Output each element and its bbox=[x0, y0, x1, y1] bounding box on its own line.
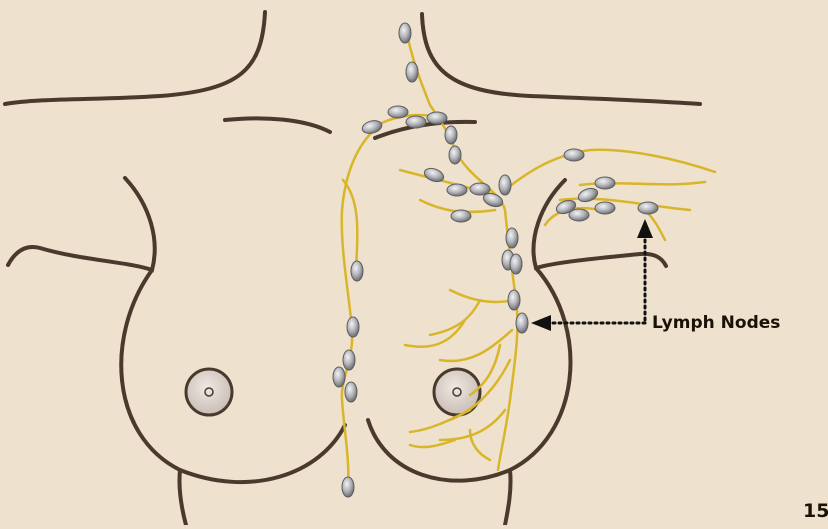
lymph-node bbox=[564, 149, 584, 161]
lymph-node bbox=[638, 202, 658, 214]
armpit-left-outline bbox=[8, 178, 155, 270]
arrowhead-up bbox=[637, 219, 653, 238]
lymph-node bbox=[445, 126, 457, 144]
lymph-node bbox=[388, 106, 408, 118]
arrowhead-left bbox=[531, 315, 551, 331]
lymph-node bbox=[569, 209, 589, 221]
lymph-node bbox=[499, 175, 511, 195]
neck-left-outline bbox=[5, 12, 265, 104]
lymph-node bbox=[361, 119, 383, 136]
nipple-left bbox=[186, 369, 232, 415]
lymph-node bbox=[516, 313, 528, 333]
lymph-node bbox=[470, 183, 490, 195]
lymph-node bbox=[447, 184, 467, 196]
lymph-node bbox=[406, 116, 426, 128]
lymph-node bbox=[347, 317, 359, 337]
vessel-breast-1 bbox=[405, 290, 515, 347]
waist-left-outline bbox=[179, 470, 186, 525]
breast-left-outline bbox=[121, 270, 345, 482]
lymph-node bbox=[333, 367, 345, 387]
lymph-nodes-label: Lymph Nodes bbox=[652, 313, 780, 333]
clavicle-left-outline bbox=[225, 118, 330, 132]
lymph-node bbox=[449, 146, 461, 164]
lymph-node bbox=[595, 202, 615, 214]
page-number: 15 bbox=[803, 500, 828, 522]
lymph-node bbox=[595, 177, 615, 189]
lymph-node bbox=[345, 382, 357, 402]
lymph-node bbox=[406, 62, 418, 82]
waist-right-outline bbox=[505, 470, 511, 525]
lymph-node bbox=[342, 477, 354, 497]
lymph-node bbox=[510, 254, 522, 274]
lymph-node bbox=[451, 210, 471, 222]
lymph-node bbox=[399, 23, 411, 43]
lymph-node bbox=[351, 261, 363, 281]
lymph-node bbox=[343, 350, 355, 370]
lymph-node bbox=[577, 186, 600, 204]
neck-right-outline bbox=[422, 14, 700, 104]
lymph-node bbox=[508, 290, 520, 310]
lymph-node bbox=[506, 228, 518, 248]
lymph-node bbox=[427, 112, 447, 124]
